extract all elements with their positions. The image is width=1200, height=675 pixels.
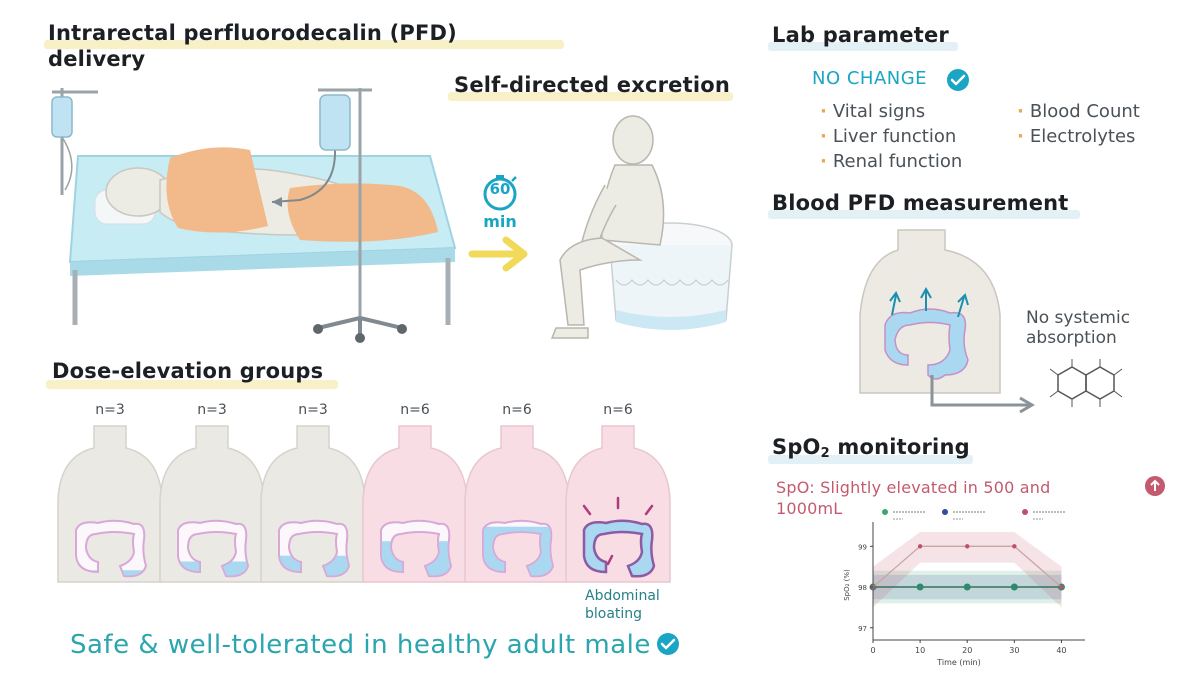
spo2-title-rest: monitoring [829, 435, 970, 459]
confidence-band [873, 532, 1062, 608]
dose-torso [57, 425, 163, 583]
y-axis-label: SpO₂ (%) [843, 569, 851, 601]
blood-title: Blood PFD measurement [772, 191, 1069, 215]
group-n-label: n=6 [603, 402, 633, 418]
lab-item: Renal function [820, 151, 962, 172]
colon-border [482, 520, 554, 578]
colon-border [278, 520, 350, 578]
absorption-note: No systemic absorption [1026, 308, 1130, 348]
x-tick-label: 0 [870, 646, 875, 655]
group-n-label: n=6 [502, 402, 532, 418]
arrow-right-icon [468, 236, 528, 272]
arrow-up-circle-icon [1145, 476, 1165, 496]
legend-swatch [942, 509, 948, 515]
data-point [1010, 583, 1018, 591]
data-point [963, 583, 971, 591]
delivery-title-line2: delivery [48, 47, 146, 71]
torso-silhouette [57, 425, 163, 583]
bloating-label-line1: Abdominal [585, 588, 660, 604]
spo2-note: SpO: Slightly elevated in 500 and 1000mL [776, 477, 1050, 519]
group-n-label: n=6 [400, 402, 430, 418]
torso-silhouette [464, 425, 570, 583]
bloating-mark [606, 554, 614, 566]
colon-border [75, 520, 147, 578]
spo2-note-line2: 1000mL [776, 499, 843, 518]
excretion-title-highlight [448, 92, 733, 101]
bed-illustration [51, 88, 457, 343]
check-circle-icon [657, 633, 679, 655]
x-axis-label: Time (min) [936, 658, 980, 667]
seated-person-illustration [550, 115, 733, 339]
conclusion-label: Safe & well-tolerated in healthy adult m… [70, 630, 651, 660]
conclusion-text: Safe & well-tolerated in healthy adult m… [70, 630, 651, 660]
y-tick-label: 97 [858, 625, 867, 633]
lab-item: Blood Count [1017, 101, 1140, 122]
spo2-title-main: SpO [772, 435, 821, 459]
stopwatch-icon [483, 175, 517, 211]
lab-item: Liver function [820, 126, 956, 147]
dose-torso [260, 425, 366, 583]
torso-silhouette [260, 425, 366, 583]
colon-border [177, 520, 249, 578]
excretion-title: Self-directed excretion [454, 73, 731, 97]
lab-title: Lab parameter [772, 23, 949, 47]
group-n-label: n=3 [197, 402, 227, 418]
dose-torso [565, 425, 671, 583]
data-point [965, 544, 970, 549]
colon-border [380, 520, 452, 578]
absorption-note-line2: absorption [1026, 328, 1117, 348]
timer-value: 60 [489, 180, 511, 198]
delivery-title-line1: Intrarectal perfluorodecalin (PFD) [48, 21, 457, 45]
dose-torso [464, 425, 570, 583]
lab-status: NO CHANGE [812, 68, 928, 89]
legend-swatch [882, 509, 888, 515]
dose-torso [159, 425, 265, 583]
group-n-label: n=3 [298, 402, 328, 418]
x-tick-label: 40 [1056, 646, 1066, 655]
y-tick-label: 98 [858, 584, 867, 592]
x-tick-label: 20 [962, 646, 972, 655]
lab-item: Vital signs [820, 101, 925, 122]
timer-unit: min [483, 212, 517, 231]
data-point [1059, 584, 1064, 590]
spo2-note-line1: SpO: Slightly elevated in 500 and [776, 478, 1051, 497]
dose-title: Dose-elevation groups [52, 359, 324, 383]
bloating-label-line2: bloating [585, 606, 643, 622]
y-tick-label: 99 [858, 543, 867, 551]
legend-swatch [1022, 509, 1028, 515]
absorption-illustration [859, 229, 1123, 414]
blood-title-highlight [768, 210, 1080, 219]
spo2-title-sub: 2 [820, 446, 830, 461]
torso-silhouette [159, 425, 265, 583]
bloating-label: Abdominal bloating [585, 587, 660, 623]
check-circle-icon [947, 69, 969, 91]
delivery-title-highlight [44, 40, 564, 49]
absorption-note-line1: No systemic [1026, 308, 1131, 328]
delivery-title: Intrarectal perfluorodecalin (PFD) deliv… [48, 20, 457, 72]
bloating-mark [644, 504, 654, 516]
lab-title-highlight [768, 42, 958, 51]
data-point [917, 544, 923, 549]
dose-torsos [57, 425, 671, 583]
x-tick-label: 10 [915, 646, 925, 655]
spo2-title: SpO2 monitoring [772, 434, 970, 467]
dose-title-highlight [46, 380, 338, 389]
data-point [1012, 544, 1017, 549]
spo2-title-highlight [768, 455, 973, 464]
torso-silhouette [362, 425, 468, 583]
group-n-label: n=3 [95, 402, 125, 418]
lab-item: Electrolytes [1017, 126, 1136, 147]
dose-torso [362, 425, 468, 583]
data-point [916, 583, 924, 591]
x-tick-label: 30 [1009, 646, 1019, 655]
colon-border [582, 519, 656, 578]
bloating-mark [582, 504, 592, 516]
